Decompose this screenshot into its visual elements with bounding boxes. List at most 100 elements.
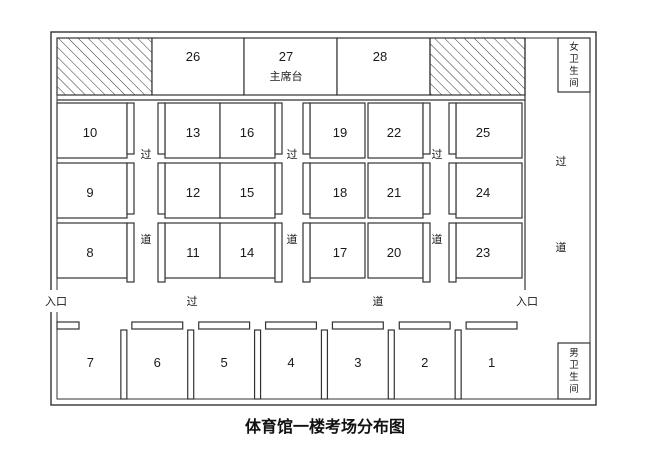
top-room-27 bbox=[243, 37, 338, 96]
desk-bar bbox=[465, 321, 518, 330]
exam-room-23 bbox=[455, 222, 523, 279]
partition-wall bbox=[302, 162, 311, 215]
partition-wall bbox=[422, 222, 431, 283]
exam-room-14 bbox=[219, 222, 276, 279]
top-room-26 bbox=[151, 37, 245, 96]
room-divider bbox=[387, 329, 395, 400]
desk-bar bbox=[331, 321, 384, 330]
partition-wall bbox=[448, 222, 457, 283]
exam-room-label-11: 11 bbox=[186, 245, 200, 260]
restroom-female bbox=[557, 37, 591, 93]
exam-room-20 bbox=[367, 222, 424, 279]
desk-bar bbox=[56, 321, 80, 330]
exam-room-label-10: 10 bbox=[83, 125, 97, 140]
room-divider bbox=[120, 329, 128, 400]
partition-wall bbox=[448, 102, 457, 155]
partition-wall bbox=[126, 162, 135, 215]
exam-room-label-13: 13 bbox=[186, 125, 200, 140]
aisle-3-top: 过 bbox=[432, 148, 443, 161]
aisle-2-top: 过 bbox=[287, 148, 298, 161]
room-divider bbox=[253, 329, 262, 400]
exam-room-label-24: 24 bbox=[476, 185, 490, 200]
partition-wall bbox=[448, 162, 457, 215]
side-aisle-bottom: 道 bbox=[556, 240, 567, 254]
corridor-left: 过 bbox=[187, 295, 198, 308]
restroom-male bbox=[557, 342, 591, 400]
exam-room-24 bbox=[455, 162, 523, 219]
exam-room-label-19: 19 bbox=[333, 125, 347, 140]
room-28-label: 28 bbox=[373, 49, 387, 64]
corridor-right: 道 bbox=[373, 294, 384, 308]
exam-room-label-8: 8 bbox=[86, 245, 93, 260]
partition-wall bbox=[126, 102, 135, 155]
bottom-room-label-3: 3 bbox=[354, 355, 361, 370]
entrance-right-gap bbox=[522, 290, 530, 312]
exam-room-19 bbox=[309, 102, 366, 159]
exam-room-label-23: 23 bbox=[476, 245, 490, 260]
bottom-room-label-7: 7 bbox=[87, 355, 94, 370]
partition-wall bbox=[302, 222, 311, 283]
restroom-male-char-1: 男 bbox=[569, 348, 579, 359]
exam-room-15 bbox=[219, 162, 276, 219]
exam-room-label-12: 12 bbox=[186, 185, 200, 200]
restroom-female-char-1: 女 bbox=[569, 41, 579, 53]
exam-room-13 bbox=[164, 102, 221, 159]
exam-room-21 bbox=[367, 162, 424, 219]
room-27-label: 27 bbox=[279, 49, 293, 64]
restroom-female-char-4: 间 bbox=[569, 77, 579, 89]
exam-room-10 bbox=[56, 102, 128, 159]
hatched-block-right bbox=[429, 37, 526, 96]
restroom-female-char-3: 生 bbox=[569, 65, 579, 77]
aisle-2-bottom: 道 bbox=[287, 232, 298, 246]
exam-room-16 bbox=[219, 102, 276, 159]
desk-bar bbox=[131, 321, 184, 330]
restroom-female-char-2: 卫 bbox=[569, 54, 579, 65]
entrance-left: 入口 bbox=[45, 295, 67, 308]
partition-wall bbox=[157, 162, 166, 215]
room-divider bbox=[320, 329, 329, 400]
partition-wall bbox=[157, 102, 166, 155]
bottom-room-label-2: 2 bbox=[421, 355, 428, 370]
partition-wall bbox=[274, 102, 283, 155]
exam-room-8 bbox=[56, 222, 128, 279]
bottom-room-label-5: 5 bbox=[221, 355, 228, 370]
exam-room-label-16: 16 bbox=[240, 125, 254, 140]
exam-room-18 bbox=[309, 162, 366, 219]
desk-bar bbox=[264, 321, 318, 330]
restroom-male-char-3: 生 bbox=[569, 371, 579, 383]
partition-wall bbox=[157, 222, 166, 283]
exam-room-label-25: 25 bbox=[476, 125, 490, 140]
exam-room-label-15: 15 bbox=[240, 185, 254, 200]
partition-wall bbox=[274, 222, 283, 283]
entrance-right: 入口 bbox=[516, 295, 538, 308]
aisle-1-bottom: 道 bbox=[141, 232, 152, 246]
partition-wall bbox=[302, 102, 311, 155]
stage-label: 主席台 bbox=[270, 69, 303, 83]
partition-wall bbox=[274, 162, 283, 215]
partition-wall bbox=[422, 102, 431, 155]
side-aisle-top: 过 bbox=[556, 155, 567, 168]
exam-room-label-18: 18 bbox=[333, 185, 347, 200]
partition-wall bbox=[126, 222, 135, 283]
outer-wall bbox=[50, 31, 597, 406]
exam-room-11 bbox=[164, 222, 221, 279]
bottom-room-label-1: 1 bbox=[488, 355, 495, 370]
exam-room-label-21: 21 bbox=[387, 185, 401, 200]
exam-room-label-14: 14 bbox=[240, 245, 254, 260]
exam-room-25 bbox=[455, 102, 523, 159]
hatched-block-left bbox=[56, 37, 153, 96]
room-divider bbox=[187, 329, 195, 400]
bottom-room-label-4: 4 bbox=[287, 355, 294, 370]
desk-bar bbox=[198, 321, 251, 330]
exam-room-12 bbox=[164, 162, 221, 219]
top-room-28 bbox=[336, 37, 431, 96]
aisle-3-bottom: 道 bbox=[432, 232, 443, 246]
page-title: 体育馆一楼考场分布图 bbox=[245, 417, 405, 436]
exam-room-label-9: 9 bbox=[86, 185, 93, 200]
room-divider bbox=[454, 329, 462, 400]
restroom-male-char-4: 间 bbox=[569, 383, 579, 395]
aisle-1-top: 过 bbox=[141, 148, 152, 161]
exam-room-label-22: 22 bbox=[387, 125, 401, 140]
